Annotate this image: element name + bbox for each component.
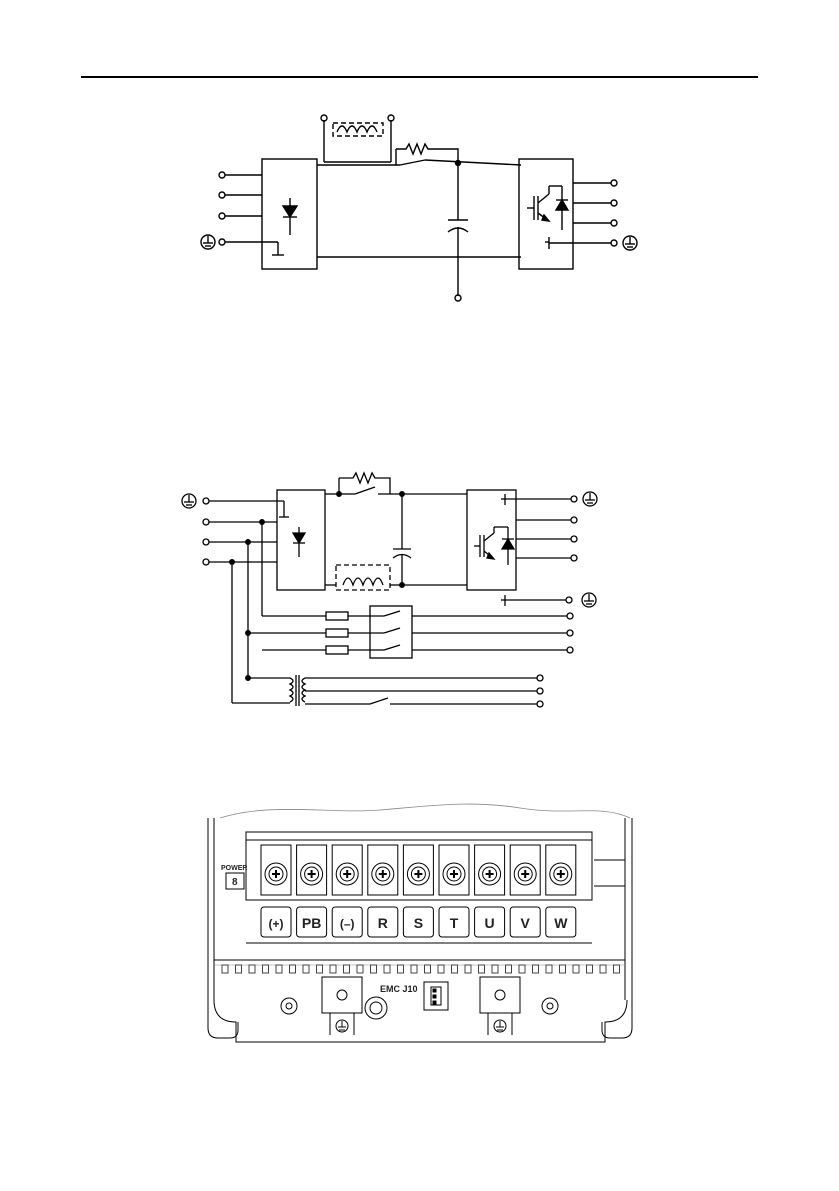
terminal-label-1: (+) [261,907,291,937]
terminal-label-text: V [521,915,531,931]
diode-icon [293,527,305,557]
terminal-screw-8 [510,845,540,895]
mounting-hole [542,998,558,1014]
igbt-icon [527,186,568,230]
center-hole [365,997,387,1019]
ground-icon [583,492,597,506]
terminal-block-drawing: (+) PB (–) R S T U V W POWER 8 EMC J10 [0,800,839,1060]
power-indicator-value: 8 [232,877,238,888]
power-label: POWER [221,865,247,872]
terminal-screw-2 [297,845,327,895]
input-terminals [219,172,284,255]
terminal-screw-6 [439,845,469,895]
terminal-label-7: U [475,907,505,937]
terminal-label-9: W [546,907,576,937]
terminal-label-text: U [485,915,495,931]
switch-icon [370,606,573,658]
diode-icon [283,198,297,235]
circuit-diagram-1 [0,100,839,420]
emc-label: EMC J10 [380,984,418,994]
capacitor-icon [448,165,468,301]
terminal-label-text: PB [302,915,321,931]
igbt-icon [474,527,514,565]
terminal-label-4: R [368,907,398,937]
terminal-label-2: PB [297,907,327,937]
emc-jumper-connector [424,982,448,1010]
ground-icon [623,236,637,250]
inductor-icon [336,565,390,590]
header-rule [81,76,758,78]
terminal-screw-3 [332,845,362,895]
ground-icon [182,494,196,508]
circuit-diagram-2 [0,465,839,725]
terminal-label-8: V [510,907,540,937]
switch-icon [339,487,402,494]
mounting-hole [281,998,297,1014]
terminal-label-text: W [554,915,568,931]
terminal-label-text: S [414,915,423,931]
capacitor-icon [393,494,411,585]
ground-icon [582,593,596,607]
ground-icon [494,1020,506,1032]
output-terminals [545,180,617,249]
terminal-screw-5 [403,845,433,895]
fuse-icon [248,612,384,654]
inverter-block [519,159,573,269]
inductor-icon [333,123,383,136]
ground-icon [201,235,215,249]
ground-icon [336,1020,348,1032]
terminal-label-6: T [439,907,469,937]
terminal-label-text: (–) [340,917,355,931]
terminal-label-3: (–) [332,907,362,937]
terminal-screw-7 [475,845,505,895]
terminal-label-text: (+) [269,917,284,931]
transformer-icon [290,675,305,706]
terminal-label-text: T [450,915,459,931]
terminal-screw-4 [368,845,398,895]
terminal-label-text: R [378,915,388,931]
terminal-label-5: S [403,907,433,937]
terminal-screw-1 [261,845,291,895]
terminal-screw-9 [546,845,576,895]
